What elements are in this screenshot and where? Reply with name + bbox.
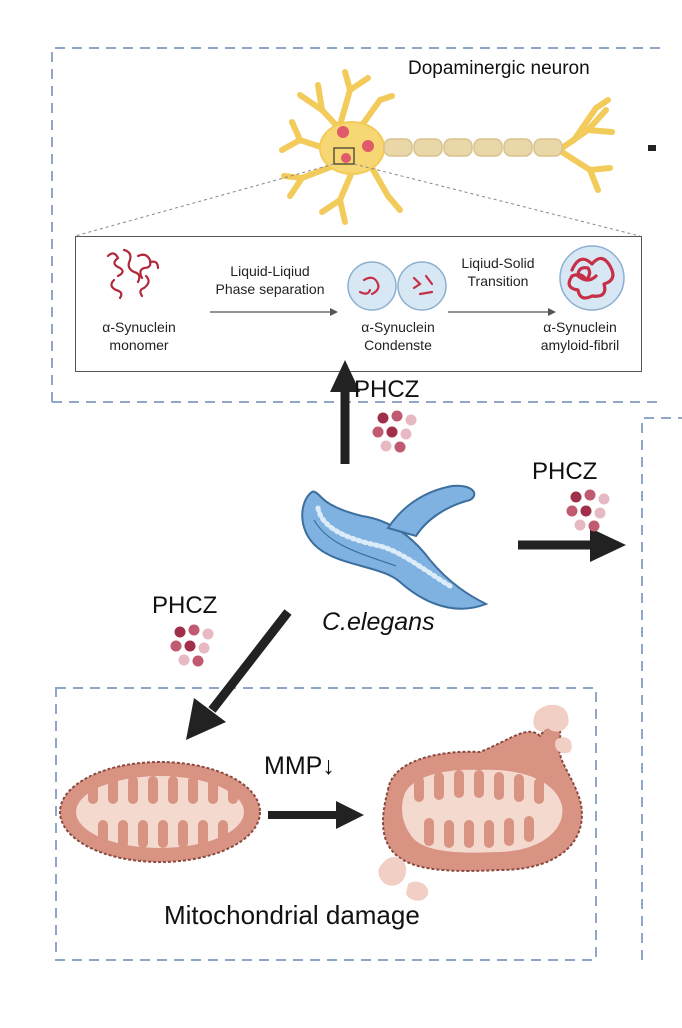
right-panel-border	[641, 417, 682, 960]
llps-label-line2: Phase separation	[215, 281, 325, 297]
neuron-panel-title: Dopaminergic neuron	[408, 58, 590, 79]
phcz-label-right: PHCZ	[532, 458, 598, 485]
condensate-label-line2: Condenste	[364, 337, 432, 353]
healthy-mitochondrion-icon	[59, 761, 261, 863]
phcz-label-left: PHCZ	[152, 592, 218, 619]
fibril-droplet	[559, 245, 625, 311]
mmp-label: MMP↓	[264, 752, 335, 780]
organism-label: C.elegans	[322, 608, 435, 636]
right-arrow	[518, 528, 626, 562]
monomer-label-line1: α-Synuclein	[102, 319, 176, 335]
fibril-label-line1: α-Synuclein	[543, 319, 617, 335]
down-left-arrow	[186, 609, 292, 740]
monomer-label-line2: monomer	[109, 337, 169, 353]
monomer-icon	[106, 248, 160, 300]
mito-panel-title: Mitochondrial damage	[164, 900, 420, 930]
condensate-droplets	[347, 261, 447, 311]
mito-arrow	[268, 801, 364, 829]
fibril-label-line2: amyloid-fibril	[540, 337, 620, 353]
lst-label-line2: Transition	[467, 273, 529, 289]
lst-label-line1: Liqiud-Solid	[461, 255, 535, 271]
up-arrow	[330, 360, 360, 464]
damaged-mitochondrion-icon	[378, 704, 583, 901]
pill-cluster-top	[372, 410, 417, 453]
phcz-label-top: PHCZ	[354, 376, 420, 403]
pill-cluster-left	[170, 624, 214, 667]
pill-cluster-right	[566, 489, 610, 532]
llps-label-line1: Liquid-Liqiud	[230, 263, 310, 279]
mito-panel-border	[55, 687, 597, 961]
condensate-label-line1: α-Synuclein	[361, 319, 435, 335]
